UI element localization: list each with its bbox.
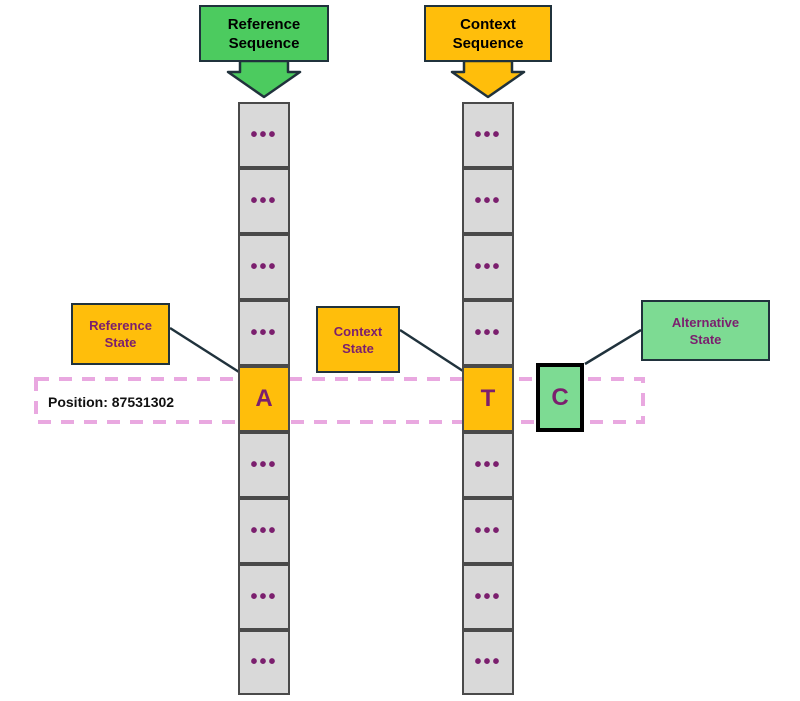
reference-cell-focus: A (238, 366, 290, 432)
alternative-state-label: Alternative State (641, 300, 770, 361)
context-cell-7: ••• (462, 564, 514, 630)
context-sequence-arrow-icon (450, 59, 526, 99)
reference-state-leader-line (169, 326, 240, 374)
context-sequence-header-line1: Context (460, 15, 516, 33)
context-cell-8: ••• (462, 630, 514, 695)
reference-state-label-line2: State (104, 335, 137, 350)
reference-cell-2: ••• (238, 234, 290, 300)
reference-cell-7: ••• (238, 564, 290, 630)
alternative-state-label-line1: Alternative (671, 314, 740, 330)
reference-sequence-header-line1: Reference (227, 15, 301, 33)
reference-cell-6: ••• (238, 498, 290, 564)
context-state-leader-line (399, 328, 464, 373)
reference-cell-1: ••• (238, 168, 290, 234)
reference-sequence-arrow-icon (226, 59, 302, 99)
reference-cell-3: ••• (238, 300, 290, 366)
reference-cell-8: ••• (238, 630, 290, 695)
reference-cell-5: ••• (238, 432, 290, 498)
context-cell-1: ••• (462, 168, 514, 234)
reference-cell-0: ••• (238, 102, 290, 168)
reference-state-label: Reference State (71, 303, 170, 365)
context-state-label-line1: Context (333, 323, 383, 339)
context-state-label-line2: State (342, 340, 374, 356)
context-sequence-header-line2: Sequence (452, 34, 524, 52)
position-label: Position: 87531302 (48, 394, 175, 410)
reference-sequence-header-line2: Sequence (228, 34, 300, 52)
context-cell-0: ••• (462, 102, 514, 168)
context-cell-2: ••• (462, 234, 514, 300)
reference-state-label-line1: Reference (89, 318, 152, 333)
alternative-allele-cell: C (536, 363, 584, 432)
reference-sequence-header: Reference Sequence (199, 5, 329, 62)
context-cell-5: ••• (462, 432, 514, 498)
context-sequence-header: Context Sequence (424, 5, 552, 62)
context-cell-6: ••• (462, 498, 514, 564)
alternative-state-leader-line (584, 328, 642, 366)
context-cell-focus: T (462, 366, 514, 432)
context-state-label: Context State (316, 306, 400, 373)
context-cell-3: ••• (462, 300, 514, 366)
position-highlight-box (34, 377, 645, 424)
alternative-state-label-line2: State (689, 331, 722, 347)
